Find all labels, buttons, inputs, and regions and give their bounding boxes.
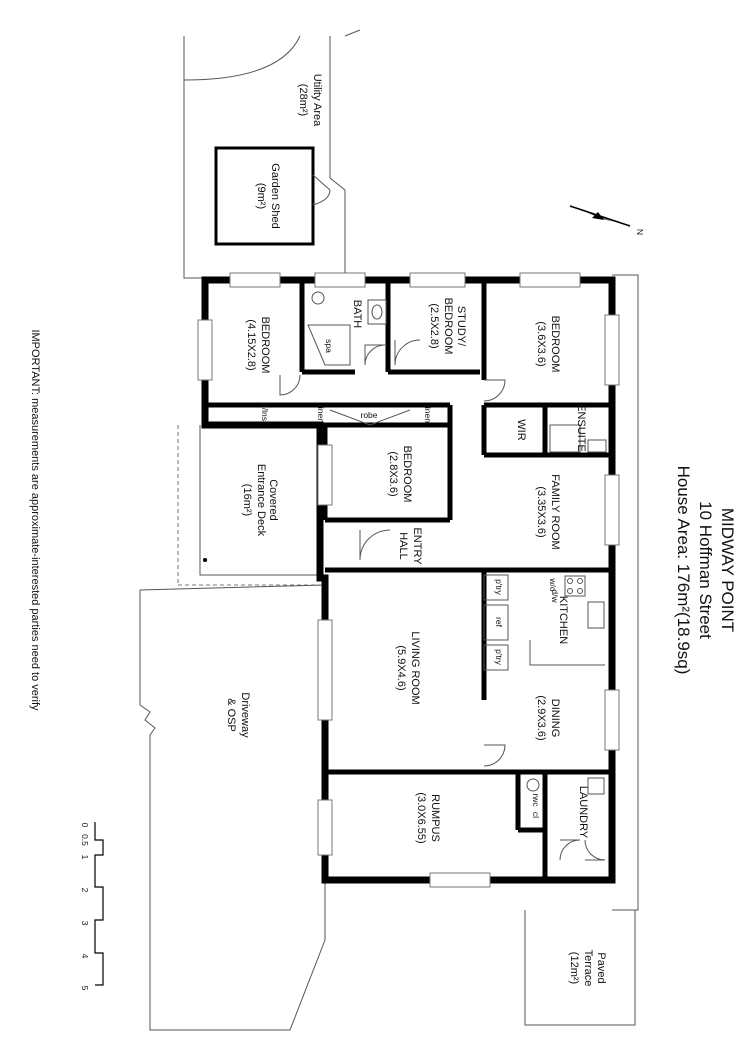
ensuite-fixtures [549, 424, 607, 453]
house-walls [201, 276, 616, 884]
rumpus-dims: (3.0X6.55) [415, 792, 427, 843]
scale-tick-1: 1 [80, 855, 90, 860]
kitchen-label: KITCHEN [557, 596, 569, 644]
living-room-dims: (5.9X4.6) [395, 645, 407, 690]
master-bedroom-label: BEDROOM [549, 316, 561, 373]
wc-label: rwc [531, 793, 541, 807]
scale-tick-4: 4 [80, 954, 90, 959]
rumpus-label: RUMPUS [429, 794, 441, 842]
utility-area-label: Utility Area [311, 74, 323, 127]
title-line-2: 10 Hoffman Street [696, 501, 715, 639]
disclaimer-text: IMPORTANT: measurements are approximate-… [29, 329, 41, 711]
title-line-3: House Area: 176m²(18.9sq) [674, 466, 693, 675]
title-block: MIDWAY POINT 10 Hoffman Street House Are… [674, 466, 737, 675]
terrace-size: (12m²) [568, 952, 580, 984]
terrace-area [524, 910, 636, 1026]
scale-tick-5: 5 [80, 986, 90, 991]
north-label: N [635, 229, 645, 235]
study-label-2: BEDROOM [442, 298, 454, 355]
utility-area [183, 29, 361, 279]
family-room-dims: (3.35X3.6) [535, 486, 547, 537]
scale-tick-2: 2 [80, 888, 90, 893]
dining-dims: (2.9X3.6) [535, 695, 547, 740]
blns-label: b/lns [260, 403, 270, 421]
entry-label-2: HALL [397, 532, 409, 560]
wo-label: w/o [548, 577, 558, 592]
deck-area [177, 425, 320, 586]
laundry-label: LAUNDRY [577, 786, 589, 839]
dining-label: DINING [549, 699, 561, 738]
scale-tick-3: 3 [80, 921, 90, 926]
deck-label-1: Covered [267, 479, 279, 521]
spa-label: spa [324, 339, 334, 353]
toilet [526, 778, 540, 792]
compass-rose: N [569, 205, 645, 235]
terrace-label-2: Terrace [582, 950, 594, 987]
pantry-label-1: p'try [494, 579, 504, 596]
cl-label: cl [531, 812, 541, 818]
scale-tick-0: 0 [80, 823, 90, 828]
scale-tick-0-5: 0.5 [80, 834, 90, 846]
study-dims: (2.5X2.8) [428, 303, 440, 348]
entry-label-1: ENTRY [411, 527, 423, 565]
driveway-label-2: & OSP [225, 698, 237, 732]
linen-label-2: linen [423, 405, 433, 423]
wir-label: WIR [515, 419, 527, 440]
family-room-label: FAMILY ROOM [549, 474, 561, 549]
pantry-label-2: p'try [494, 649, 504, 666]
driveway-label-1: Driveway [239, 692, 251, 738]
bedroom3-dims: (2.8X3.6) [387, 451, 399, 496]
robe-label: robe [360, 410, 377, 420]
doors [279, 339, 606, 861]
driveway-area [139, 584, 326, 1031]
shed-size: (9m²) [255, 183, 267, 209]
utility-area-size: (28m²) [297, 84, 309, 116]
bath-label: BATH [351, 300, 363, 329]
master-bedroom-dims: (3.6X3.6) [535, 321, 547, 366]
ensuite-label: ENSUITE [575, 404, 587, 452]
ref-label: ref [494, 617, 504, 628]
windows [197, 272, 620, 888]
title-line-1: MIDWAY POINT [718, 508, 737, 632]
bedroom1-label: BEDROOM [259, 317, 271, 374]
scale-bar: 0 0.5 1 2 3 4 5 [80, 822, 104, 991]
bedroom1-dims: (4.15X2.8) [245, 319, 257, 370]
garden-shed [214, 146, 315, 246]
dw-label: d/w [550, 589, 560, 603]
deck-size: (16m²) [241, 484, 253, 516]
bedroom3-label: BEDROOM [401, 446, 413, 503]
laundry-tub [587, 777, 605, 795]
linen-label-1: linen [316, 405, 326, 423]
shed-label: Garden Shed [269, 163, 281, 228]
bath-fixtures [307, 291, 387, 366]
kitchen-fixtures [483, 574, 605, 671]
terrace-label-1: Paved [595, 952, 607, 983]
deck-label-2: Entrance Deck [255, 464, 267, 537]
living-room-label: LIVING ROOM [409, 631, 421, 704]
study-label-1: STUDY/ [455, 306, 467, 347]
